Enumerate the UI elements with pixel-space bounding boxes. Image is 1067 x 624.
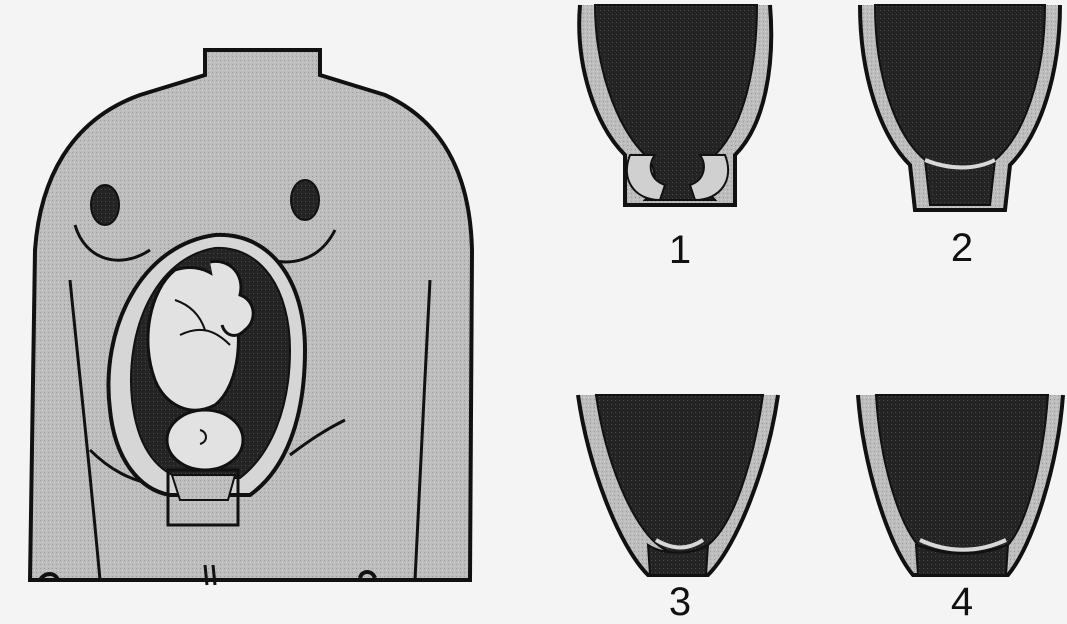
cervix-panel-2 — [860, 5, 1060, 210]
left-nipple — [91, 185, 119, 225]
panel-1-label: 1 — [650, 230, 710, 270]
panel-4-label: 4 — [932, 582, 992, 622]
right-nipple — [291, 180, 319, 220]
cervix-panel-3 — [578, 395, 778, 575]
cervix-panel-1 — [579, 5, 771, 205]
panel-2-cavity — [875, 5, 1045, 205]
cervix-region — [172, 475, 235, 500]
panel-3-label: 3 — [650, 582, 710, 622]
cervix-panel-4 — [858, 395, 1063, 575]
panel-2-label: 2 — [932, 228, 992, 268]
pregnant-torso-illustration — [30, 50, 472, 585]
